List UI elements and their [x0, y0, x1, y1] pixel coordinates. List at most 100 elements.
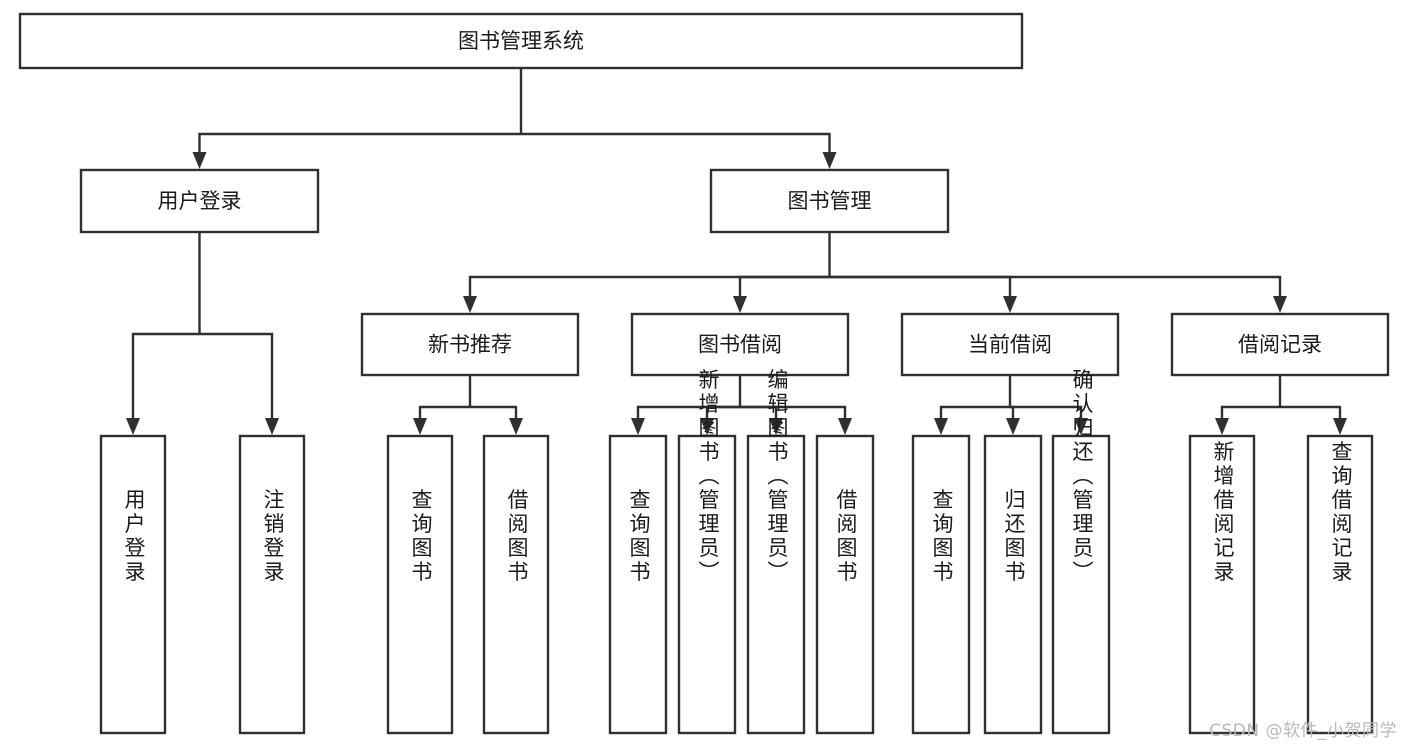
node-label-leaf-add-record: 新增借阅记录 [1211, 441, 1235, 585]
node-new-book-rec[interactable]: 新书推荐 [360, 312, 580, 377]
edge-path-user-login [198, 132, 521, 152]
arrow-head-new-book-rec [463, 296, 477, 313]
arrow-head-leaf-return-book [1006, 418, 1020, 435]
arrow-head-leaf-query-book-1 [413, 418, 427, 435]
edge-book-manage-to-book-borrow [733, 275, 830, 313]
node-label-new-book-rec: 新书推荐 [428, 333, 512, 357]
node-leaf-edit-book[interactable]: 编辑图书（管理员） [746, 369, 806, 735]
node-label-borrow-record: 借阅记录 [1238, 333, 1322, 357]
node-label-leaf-query-book-1: 查询图书 [409, 489, 433, 585]
edge-path-leaf-query-book-1 [418, 405, 470, 418]
edge-path-leaf-add-record [1220, 405, 1280, 418]
node-label-book-manage: 图书管理 [788, 189, 872, 213]
node-label-leaf-query-record: 查询借阅记录 [1329, 441, 1353, 585]
edge-root-to-user-login [192, 132, 521, 169]
node-box-leaf-confirm-return [1051, 434, 1111, 735]
edge-path-leaf-query-record [1280, 405, 1342, 418]
node-box-leaf-user-login [99, 434, 167, 735]
edge-user-login-to-leaf-logout [199, 332, 279, 435]
node-box-leaf-query-record [1306, 434, 1374, 735]
node-leaf-return-book[interactable]: 归还图书 [983, 434, 1043, 735]
edge-book-manage-to-current-borrow [829, 275, 1017, 313]
edge-path-leaf-add-book [705, 405, 740, 418]
node-box-new-book-rec [360, 312, 580, 377]
node-leaf-logout[interactable]: 注销登录 [238, 434, 306, 735]
edge-user-login-to-leaf-user-login [126, 332, 200, 435]
edge-borrow-record-to-leaf-add-record [1215, 405, 1280, 435]
node-leaf-query-book-2[interactable]: 查询图书 [608, 434, 668, 735]
edge-book-borrow-to-leaf-add-book [700, 405, 740, 435]
node-label-leaf-add-book: 新增图书（管理员） [696, 369, 720, 585]
connector-layer [126, 68, 1347, 435]
node-box-leaf-edit-book [746, 434, 806, 735]
edge-path-book-manage [521, 132, 831, 152]
node-box-leaf-logout [238, 434, 306, 735]
arrow-head-leaf-logout [265, 418, 279, 435]
edge-root-to-book-manage [521, 132, 837, 169]
arrow-head-book-borrow [733, 296, 747, 313]
node-box-leaf-query-book-1 [386, 434, 454, 735]
node-label-leaf-borrow-book-1: 借阅图书 [505, 489, 529, 585]
edge-new-book-rec-to-leaf-query-book-1 [413, 405, 470, 435]
edge-path-leaf-borrow-book-1 [470, 405, 518, 418]
node-label-book-borrow: 图书借阅 [698, 333, 782, 357]
node-box-user-login [79, 168, 320, 234]
edge-current-borrow-to-leaf-query-book-3 [934, 405, 1010, 435]
node-leaf-query-record[interactable]: 查询借阅记录 [1306, 434, 1374, 735]
arrow-head-leaf-add-record [1215, 418, 1229, 435]
node-leaf-borrow-book-1[interactable]: 借阅图书 [482, 434, 550, 735]
node-box-book-borrow [630, 312, 850, 377]
edge-path-leaf-logout [199, 332, 274, 418]
node-layer: 图书管理系统用户登录图书管理新书推荐图书借阅当前借阅借阅记录用户登录注销登录查询… [18, 12, 1390, 735]
node-label-leaf-query-book-3: 查询图书 [930, 489, 954, 585]
node-label-leaf-confirm-return: 确认归还（管理员） [1070, 369, 1094, 585]
node-current-borrow[interactable]: 当前借阅 [900, 312, 1120, 377]
node-label-leaf-logout: 注销登录 [261, 489, 285, 585]
edge-book-borrow-to-leaf-borrow-book-2 [740, 405, 852, 435]
node-leaf-confirm-return[interactable]: 确认归还（管理员） [1051, 369, 1111, 735]
node-book-manage[interactable]: 图书管理 [709, 168, 950, 234]
node-leaf-borrow-book-2[interactable]: 借阅图书 [815, 434, 875, 735]
node-box-book-manage [709, 168, 950, 234]
node-box-borrow-record [1170, 312, 1390, 377]
arrow-head-leaf-confirm-return [1074, 418, 1088, 435]
node-label-user-login: 用户登录 [158, 189, 242, 213]
node-leaf-query-book-1[interactable]: 查询图书 [386, 434, 454, 735]
edge-book-borrow-to-leaf-query-book-2 [631, 405, 740, 435]
node-box-leaf-borrow-book-2 [815, 434, 875, 735]
node-box-leaf-add-book [677, 434, 737, 735]
node-leaf-user-login[interactable]: 用户登录 [99, 434, 167, 735]
node-box-leaf-borrow-book-1 [482, 434, 550, 735]
node-box-leaf-query-book-3 [911, 434, 971, 735]
edge-current-borrow-to-leaf-return-book [1006, 405, 1020, 435]
node-box-leaf-query-book-2 [608, 434, 668, 735]
edge-path-current-borrow [829, 275, 1012, 296]
node-leaf-add-record[interactable]: 新增借阅记录 [1188, 434, 1256, 735]
arrow-head-leaf-edit-book [769, 418, 783, 435]
node-root[interactable]: 图书管理系统 [18, 12, 1024, 70]
arrow-head-leaf-add-book [700, 418, 714, 435]
edge-borrow-record-to-leaf-query-record [1280, 405, 1347, 435]
arrow-head-leaf-borrow-book-1 [509, 418, 523, 435]
edge-path-book-borrow [738, 275, 830, 296]
arrow-head-leaf-query-book-3 [934, 418, 948, 435]
arrow-head-leaf-query-book-2 [631, 418, 645, 435]
node-label-leaf-query-book-2: 查询图书 [627, 489, 651, 585]
node-box-leaf-return-book [983, 434, 1043, 735]
node-leaf-add-book[interactable]: 新增图书（管理员） [677, 369, 737, 735]
node-leaf-query-book-3[interactable]: 查询图书 [911, 434, 971, 735]
arrow-head-current-borrow [1003, 296, 1017, 313]
edge-path-leaf-query-book-3 [939, 405, 1010, 418]
node-label-leaf-return-book: 归还图书 [1002, 489, 1026, 585]
node-user-login[interactable]: 用户登录 [79, 168, 320, 234]
edge-path-leaf-borrow-book-2 [740, 405, 847, 418]
edge-path-leaf-return-book [1010, 405, 1015, 418]
edge-new-book-rec-to-leaf-borrow-book-1 [470, 405, 523, 435]
arrow-head-user-login [192, 152, 207, 169]
node-borrow-record[interactable]: 借阅记录 [1170, 312, 1390, 377]
node-book-borrow[interactable]: 图书借阅 [630, 312, 850, 377]
arrow-head-leaf-query-record [1333, 418, 1347, 435]
arrow-head-leaf-user-login [126, 418, 140, 435]
